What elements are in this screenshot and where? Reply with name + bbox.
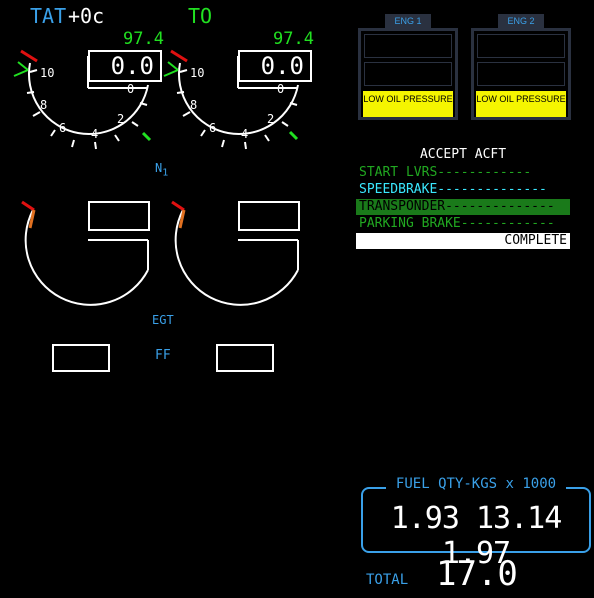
tat-label: TAT [30,4,67,28]
n1-scale-10-eng2: 10 [190,66,205,80]
fuel-center-tank: 13.14 [476,501,562,536]
checklist-item-speedbrake[interactable]: SPEEDBRAKE--------------DOWN [356,182,570,198]
n1-readout-eng2: 0.0 [238,50,312,82]
fuel-total-label: TOTAL [366,572,409,588]
n1-scale-0-eng2: 0 [277,82,285,96]
n1-scale-10-eng1: 10 [40,66,55,80]
ff-readout-eng1 [52,344,110,372]
fuel-title-mask [386,474,566,494]
eng2-low-oil-pressure-alert: LOW OIL PRESSURE [476,91,566,117]
n1-gauge-eng1 [13,49,152,150]
n1-gauge-eng2 [163,49,299,150]
checklist-title: ACCEPT ACFT [419,147,507,162]
ff-label: FF [155,348,171,363]
n1-scale-4-eng2: 4 [241,127,249,141]
ff-readout-eng2 [216,344,274,372]
egt-label: EGT [152,313,174,327]
egt-readout-eng2 [238,201,300,231]
n1-scale-8-eng2: 8 [190,98,198,112]
n1-scale-4-eng1: 4 [91,127,99,141]
n1-scale-2-eng1: 2 [117,112,125,126]
egt-gauge-eng2 [171,200,299,306]
tat-value: +0c [68,4,105,28]
fuel-left-tank: 1.93 [390,501,460,536]
checklist-item-transponder[interactable]: TRANSPONDER--------------STBY [356,199,570,215]
checklist-item-dashes: -------------- [437,182,547,197]
n1-readout-value-eng1: 0.0 [110,52,154,80]
n1-scale-6-eng1: 6 [59,121,67,135]
eng1-alert-slot-1 [364,34,452,58]
eng1-low-oil-pressure-alert: LOW OIL PRESSURE [363,91,453,117]
egt-readout-eng1 [88,201,150,231]
eng1-alert-panel: LOW OIL PRESSURE [358,28,458,120]
fuel-title: FUEL QTY-KGS x 1000 [395,476,557,492]
checklist-item-dashes: -------------- [445,199,555,214]
eng1-tab: ENG 1 [385,14,431,28]
n1-readout-value-eng2: 0.0 [260,52,304,80]
eng2-alert-slot-1 [477,34,565,58]
checklist-item-dashes: ------------ [460,216,555,231]
n1-label-sub: 1 [162,167,169,179]
n1-readout-eng1: 0.0 [88,50,162,82]
eng2-alert-slot-2 [477,62,565,86]
fuel-right-tank: 1.97 [441,536,511,571]
n1-target-eng1: 97.4 [123,29,164,49]
checklist-item-label: SPEEDBRAKE [359,182,438,197]
egt-gauge-eng1 [21,200,149,306]
checklist-item-label: PARKING BRAKE [359,216,461,231]
checklist-item-dashes: ------------ [437,165,532,180]
eng2-alert-panel: LOW OIL PRESSURE [471,28,571,120]
n1-label: N1 [155,161,168,178]
eng1-alert-slot-2 [364,62,452,86]
eng2-tab: ENG 2 [498,14,544,28]
checklist-item-label: TRANSPONDER [359,199,446,214]
n1-scale-6-eng2: 6 [209,121,217,135]
fuel-total-value: 17.0 [436,554,518,594]
checklist-item-parking-brake[interactable]: PARKING BRAKE------------SET [356,216,570,232]
n1-target-eng2: 97.4 [273,29,314,49]
thrust-mode: TO [188,4,213,28]
checklist-item-label: START LVRS [359,165,438,180]
fuel-tank-values: 1.93 13.14 1.97 [362,501,590,571]
checklist-item-start-levers[interactable]: START LVRS------------CUTOFF [356,165,570,181]
n1-scale-2-eng2: 2 [267,112,275,126]
n1-label-text: N [155,161,163,175]
n1-scale-8-eng1: 8 [40,98,48,112]
n1-scale-0-eng1: 0 [127,82,135,96]
checklist-complete-button[interactable]: COMPLETE [356,233,570,249]
